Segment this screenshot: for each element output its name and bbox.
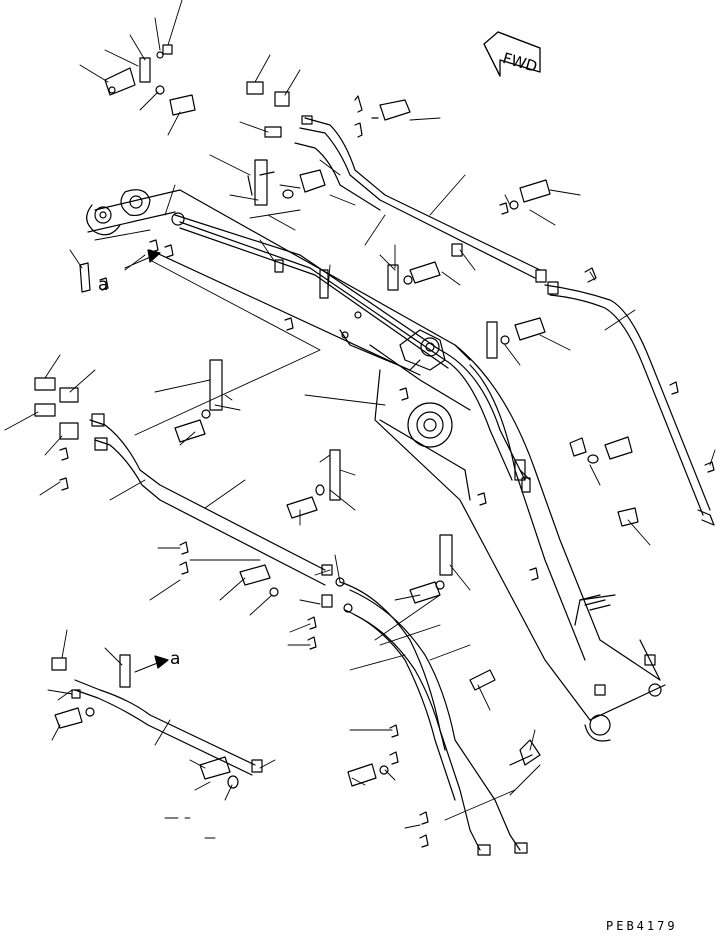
view-marker-arrow-top [124,249,161,269]
boom-body [86,189,666,742]
leader-lines [4,0,716,839]
fwd-arrow-icon [483,31,541,77]
view-marker-arrow-bottom [134,655,169,673]
single-tube-assembly [51,654,263,789]
middle-tube-assembly [34,359,341,608]
boom-top-hoses [171,212,656,696]
upper-tube-assembly [246,81,715,527]
lower-tube-assembly [239,534,541,856]
top-left-parts [79,44,539,581]
